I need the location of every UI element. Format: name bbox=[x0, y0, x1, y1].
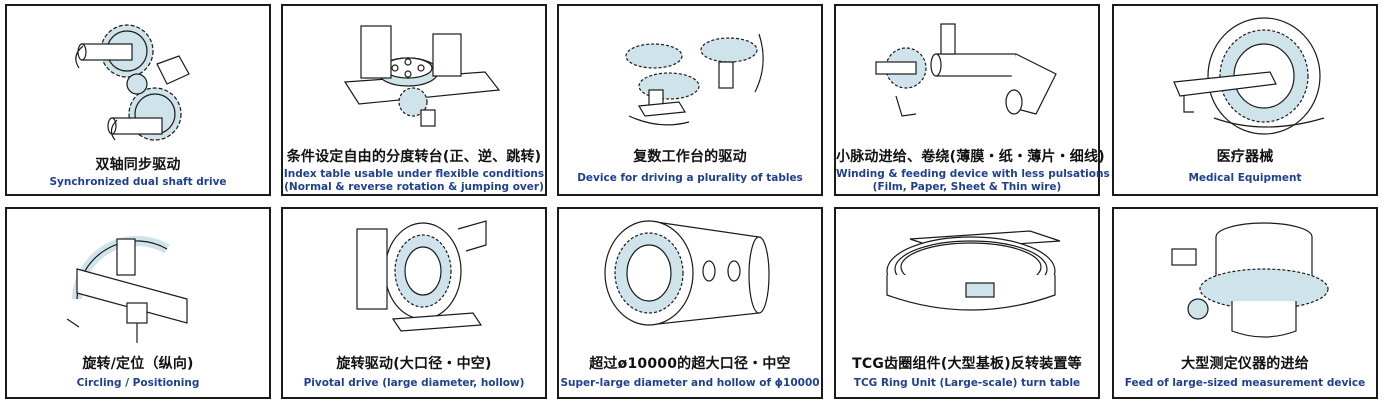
card-title-en: Super-large diameter and hollow of ϕ1000… bbox=[560, 377, 820, 389]
card-title-cn: 双轴同步驱动 bbox=[95, 157, 181, 173]
card-winding-feeding: 小脉动进给、卷绕(薄膜・纸・薄片・细线) Winding & feeding d… bbox=[834, 4, 1110, 196]
card-pivotal-drive: 旋转驱动(大口径・中空) Pivotal drive (large diamet… bbox=[281, 207, 547, 399]
index-table-illustration bbox=[343, 25, 501, 127]
card-title-en: Index table usable under flexible condit… bbox=[283, 168, 545, 180]
card-title-en: Feed of large-sized measurement device bbox=[1124, 377, 1366, 389]
card-title-en: Winding & feeding device with less pulsa… bbox=[836, 168, 1110, 180]
card-plural-tables: 复数工作台的驱动 Device for driving a plurality … bbox=[557, 4, 823, 196]
card-title-cn: 医疗器械 bbox=[1216, 149, 1274, 165]
card-title-en: Circling / Positioning bbox=[76, 377, 200, 389]
card-measurement-device: 大型测定仪器的进给 Feed of large-sized measuremen… bbox=[1112, 207, 1378, 399]
card-medical-equipment: 医疗器械 Medical Equipment bbox=[1112, 4, 1378, 196]
tcg-ring-unit-illustration bbox=[886, 230, 1061, 311]
card-title-cn: 旋转驱动(大口径・中空) bbox=[336, 356, 492, 372]
card-title-en: Medical Equipment bbox=[1188, 172, 1302, 184]
card-title-en-2: (Normal & reverse rotation & jumping ove… bbox=[284, 181, 544, 193]
card-title-cn: TCG齿圈组件(大型基板)反转装置等 bbox=[852, 356, 1082, 372]
measurement-device-illustration bbox=[1171, 222, 1329, 338]
card-title-en: Device for driving a plurality of tables bbox=[577, 172, 803, 184]
card-title-cn: 超过ø10000的超大口径・中空 bbox=[589, 356, 791, 372]
card-circling-positioning: 旋转/定位（纵向) Circling / Positioning bbox=[5, 207, 271, 399]
card-title-en-2: (Film, Paper, Sheet & Thin wire) bbox=[872, 181, 1062, 193]
medical-equipment-illustration bbox=[1173, 17, 1325, 135]
card-tcg-ring-unit: TCG齿圈组件(大型基板)反转装置等 TCG Ring Unit (Large-… bbox=[834, 207, 1100, 399]
dual-shaft-gear-illustration bbox=[75, 24, 190, 141]
card-synchronized-dual-shaft: 双轴同步驱动 Synchronized dual shaft drive bbox=[5, 4, 271, 196]
card-super-large-hollow: 超过ø10000的超大口径・中空 Super-large diameter an… bbox=[557, 207, 823, 399]
card-title-en: Synchronized dual shaft drive bbox=[49, 176, 227, 188]
card-title-en: TCG Ring Unit (Large-scale) turn table bbox=[853, 377, 1081, 389]
card-title-cn: 大型测定仪器的进给 bbox=[1181, 356, 1309, 372]
super-large-hollow-illustration bbox=[604, 220, 770, 326]
card-index-table: 条件设定自由的分度转台(正、逆、跳转) Index table usable u… bbox=[281, 4, 547, 196]
card-title-cn: 小脉动进给、卷绕(薄膜・纸・薄片・细线) bbox=[836, 149, 1105, 165]
circling-positioning-illustration bbox=[66, 235, 188, 343]
card-title-en: Pivotal drive (large diameter, hollow) bbox=[303, 377, 525, 389]
pivotal-drive-illustration bbox=[356, 220, 487, 332]
plural-tables-illustration bbox=[625, 33, 764, 126]
card-title-cn: 条件设定自由的分度转台(正、逆、跳转) bbox=[286, 149, 542, 165]
card-title-cn: 旋转/定位（纵向) bbox=[82, 356, 194, 372]
card-title-cn: 复数工作台的驱动 bbox=[633, 149, 747, 165]
winding-feeding-illustration bbox=[875, 23, 1057, 117]
